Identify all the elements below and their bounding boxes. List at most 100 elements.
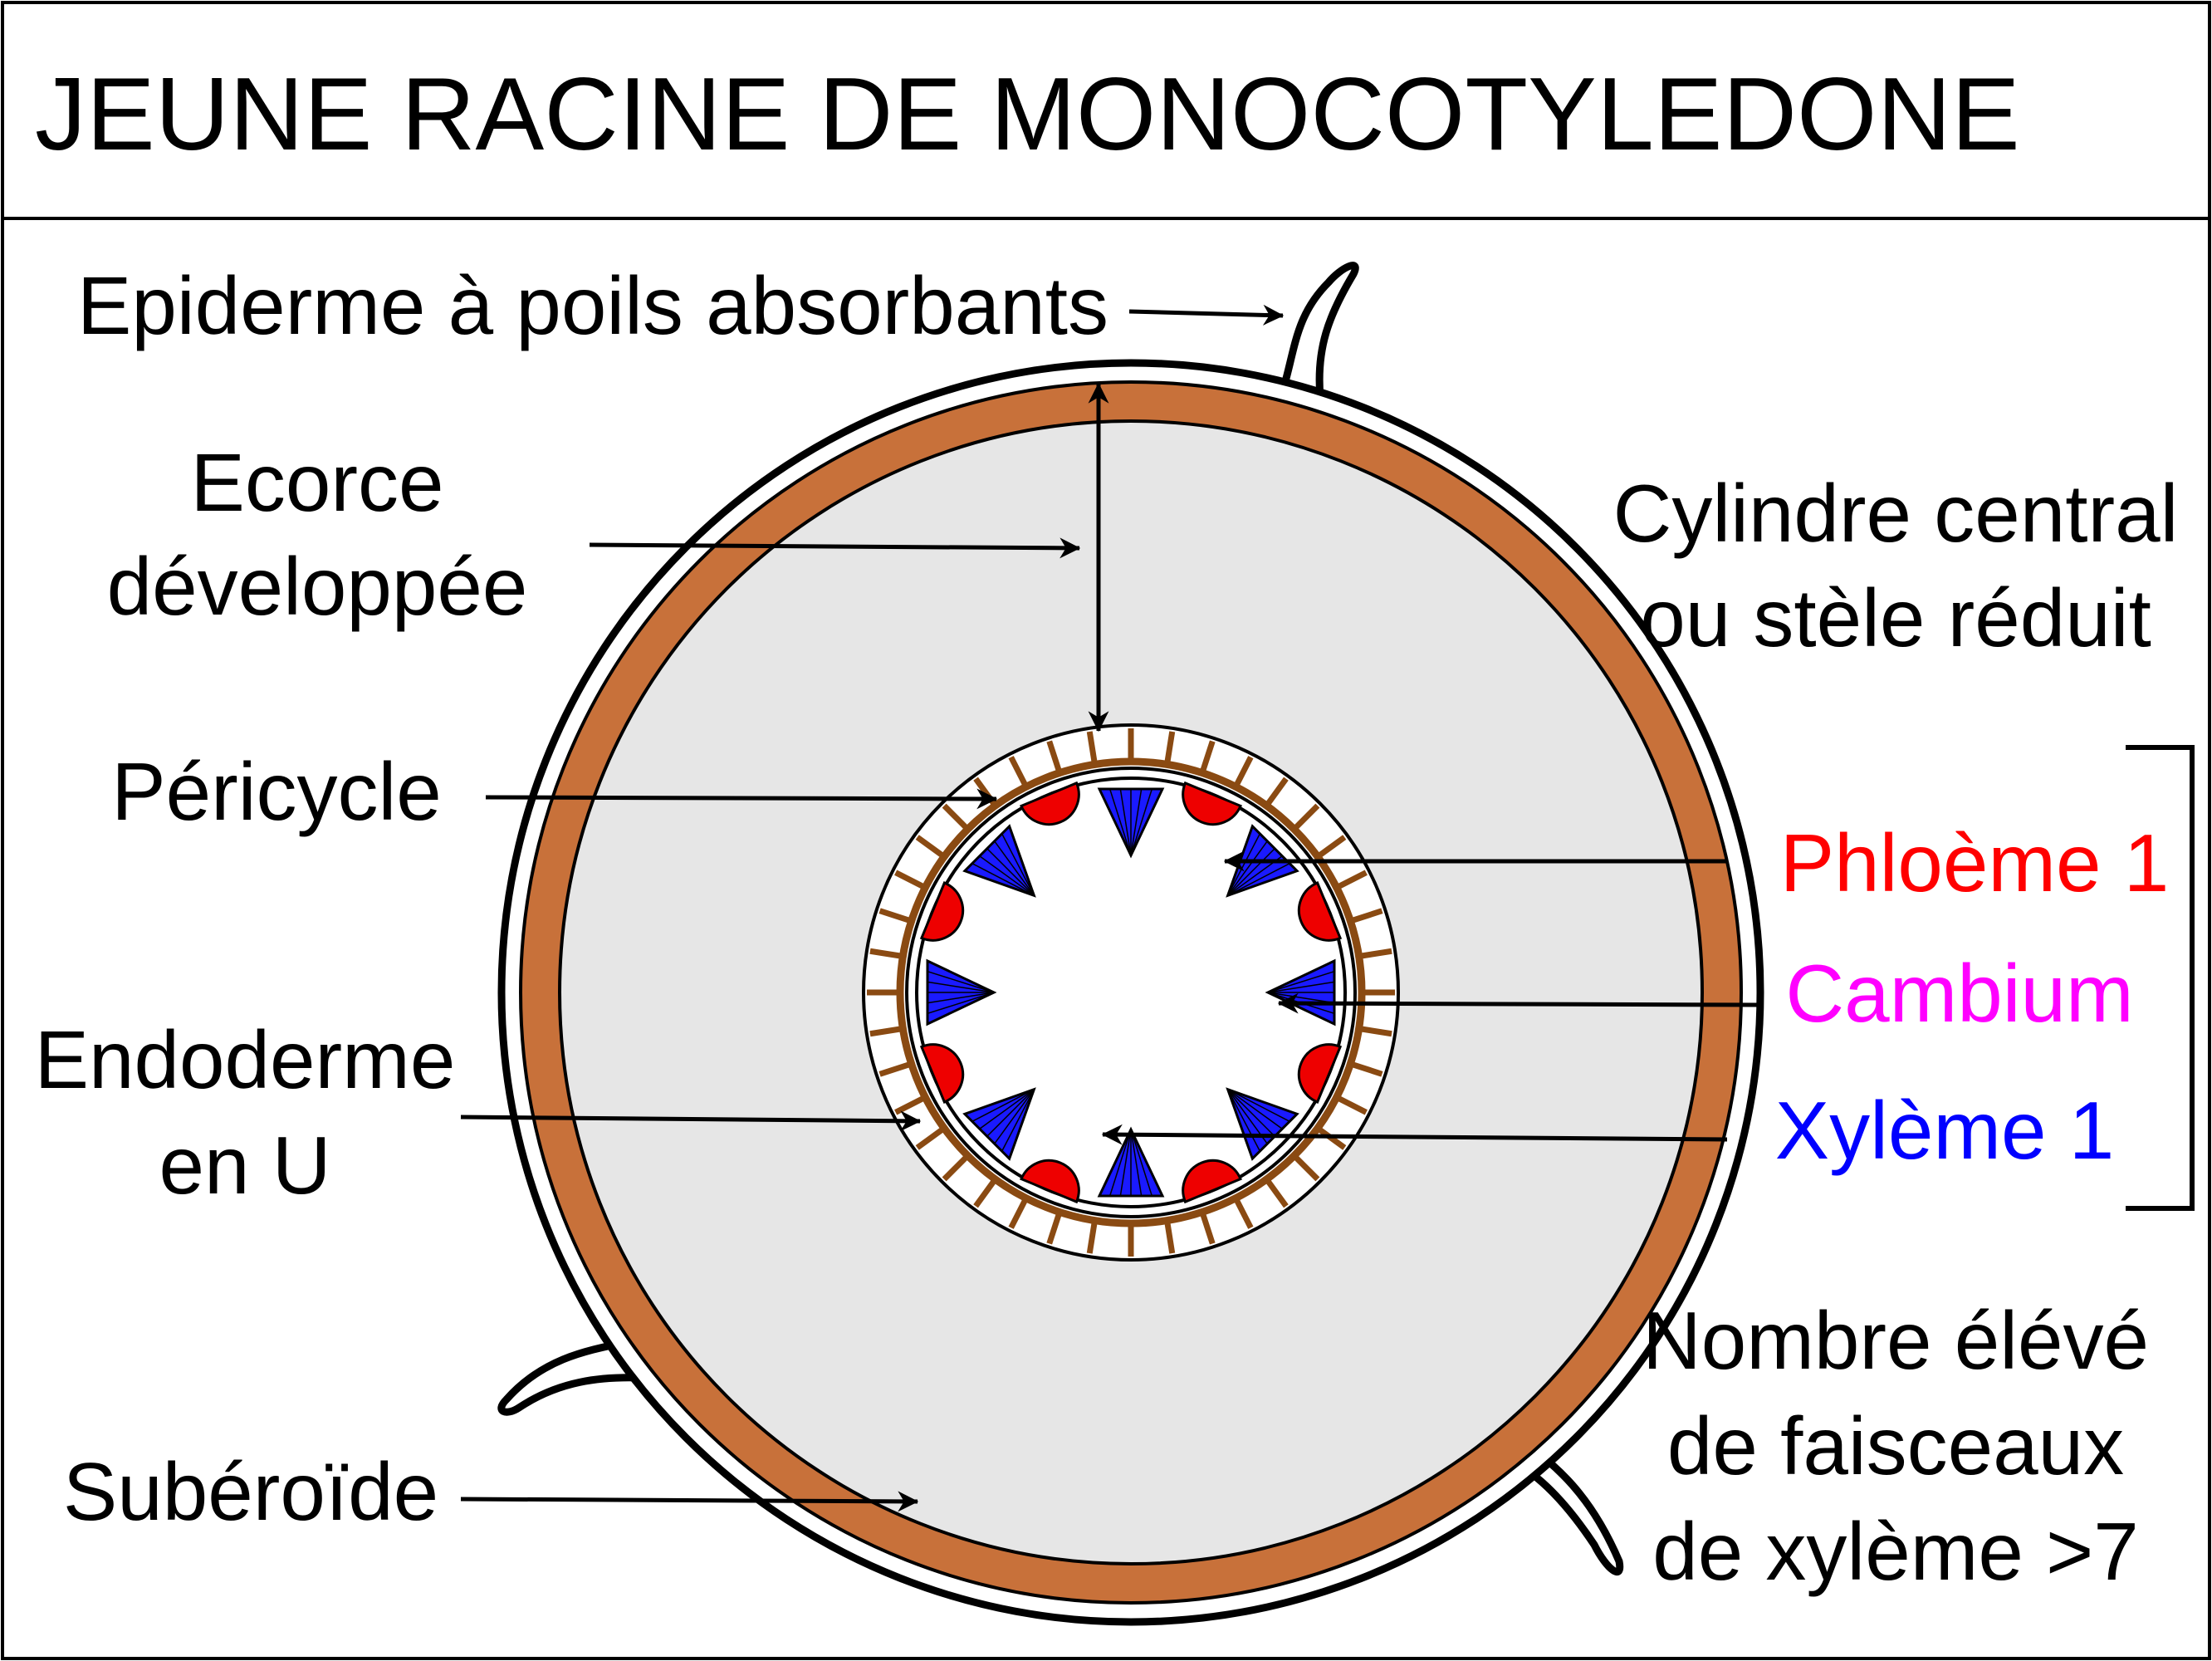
phloem-bundle — [919, 1043, 965, 1104]
xylem-vessel-line — [1227, 1089, 1260, 1152]
arrow-cambium — [1277, 992, 1761, 1014]
endodermis-cell-wall — [1046, 740, 1063, 774]
xylem-vessel-line — [927, 981, 995, 993]
phloem-bundles — [919, 781, 1343, 1204]
xylem-vessel-line — [927, 970, 995, 993]
endodermis-cell-wall — [878, 908, 913, 924]
endodermis-cell-wall — [878, 1061, 913, 1077]
endodermis-cell-wall — [1349, 908, 1383, 924]
endodermis-cell-wall — [894, 870, 927, 890]
label-ecorce-1: Ecorce — [190, 437, 443, 528]
arrow-ecorce — [589, 537, 1081, 559]
label-epiderme: Epiderme à poils absorbants — [77, 260, 1108, 351]
label-cambium: Cambium — [1785, 948, 2133, 1039]
label-nombre-1: Nombre élévé — [1642, 1295, 2149, 1386]
endodermis-cell-wall — [942, 803, 970, 831]
endodermis-cell-wall — [1292, 803, 1320, 831]
endodermis-cell-wall — [1164, 731, 1176, 765]
xylem-vessel-line — [1227, 1089, 1283, 1129]
xylem-vessel-line — [1119, 788, 1132, 856]
endodermis-cell-wall — [915, 835, 947, 860]
endodermis-cell-wall — [1358, 948, 1392, 959]
label-nombre-3: de xylème >7 — [1652, 1506, 2139, 1597]
endodermis-cell-wall — [1349, 1061, 1383, 1077]
label-suberoide: Subéroïde — [63, 1446, 438, 1537]
endodermis-inner-band — [896, 757, 1366, 1227]
endodermis-cell-wall — [1264, 777, 1289, 808]
endodermis-cell-wall — [1233, 756, 1254, 788]
label-ecorce-2: développée — [107, 541, 528, 632]
arrow-xyleme — [1101, 1124, 1728, 1145]
endodermis-cell-wall — [915, 1125, 947, 1150]
endodermis-cell-wall — [1315, 835, 1347, 860]
arrow-suberoide — [460, 1491, 919, 1512]
phloem-bundle — [1182, 781, 1242, 826]
xylem-vessel-line — [1108, 1129, 1132, 1197]
endodermis-cell-wall — [1046, 1211, 1063, 1245]
endodermis-cell-wall — [973, 1177, 998, 1208]
endodermis-cell-wall — [1086, 1220, 1098, 1254]
annotation-arrows — [460, 304, 1761, 1512]
endodermis-cell-wall — [1335, 1095, 1368, 1115]
endodermis-cell-wall — [1335, 870, 1368, 890]
endodermis-cell-wall — [869, 1026, 903, 1037]
xylem-vessel-line — [1267, 970, 1335, 993]
xylem-bundle — [1097, 1126, 1165, 1198]
xylem-vessel-line — [1108, 788, 1132, 856]
xylem-vessel-line — [1227, 848, 1275, 896]
xylem-vessel-line — [1001, 833, 1035, 896]
endodermis-cell-wall — [1292, 1154, 1320, 1182]
xylem-vessel-line — [1119, 1129, 1132, 1197]
endodermis-cell-wall — [869, 948, 903, 959]
arrow-pericycle — [485, 788, 998, 810]
xylem-vessel-line — [927, 992, 995, 1015]
xylem-vessel-line — [994, 840, 1035, 896]
arrow-epiderme — [1128, 304, 1285, 326]
xylem-vessel-line — [1130, 1129, 1153, 1197]
xylem-vessel-line — [979, 855, 1035, 896]
endodermis-cell-wall — [1164, 1220, 1176, 1254]
xylem-bundle — [926, 958, 997, 1026]
endodermis-cell-wall — [942, 1154, 970, 1182]
page-title: JEUNE RACINE DE MONOCOTYLEDONE — [35, 57, 2020, 172]
arrow-endoderme — [460, 1110, 922, 1132]
label-phloeme: Phloème 1 — [1780, 817, 2170, 909]
xylem-vessel-line — [1130, 788, 1143, 856]
xylem-vessel-line — [1227, 1089, 1275, 1137]
endodermis-cell-wall — [1233, 1197, 1254, 1229]
xylem-vessel-line — [1227, 1089, 1290, 1122]
xylem-vessel-line — [986, 1089, 1035, 1137]
xylem-vessel-line — [994, 1089, 1035, 1144]
endodermis-cell-wall — [1008, 756, 1029, 788]
xylem-vessel-line — [971, 1089, 1035, 1122]
central-cylinder-bracket — [2126, 745, 2195, 1211]
label-pericycle: Péricycle — [111, 746, 442, 837]
endodermis-cell-wall — [1086, 731, 1098, 765]
endodermis-cell-wall — [1264, 1177, 1289, 1208]
xylem-vessel-line — [927, 992, 995, 1004]
xylem-bundle — [1097, 787, 1165, 859]
endodermis-cell-wall — [1199, 1211, 1216, 1245]
xylem-vessel-line — [986, 848, 1035, 896]
endodermis-cell-wall — [894, 1095, 927, 1115]
xylem-vessel-line — [1227, 863, 1290, 896]
endodermis-cells — [867, 728, 1395, 1257]
phloem-bundle — [1020, 1159, 1080, 1204]
xylem-bundle — [962, 824, 1036, 898]
label-xyleme: Xylème 1 — [1775, 1085, 2115, 1176]
xylem-vessel-line — [971, 863, 1035, 896]
xylem-vessel-line — [1267, 981, 1335, 993]
endodermis-cell-wall — [1008, 1197, 1029, 1229]
label-cylindre-1: Cylindre central — [1613, 468, 2179, 559]
label-cylindre-2: ou stèle réduit — [1640, 572, 2151, 664]
phloem-bundle — [1020, 781, 1080, 826]
xylem-vessel-line — [979, 1089, 1035, 1129]
phloem-bundle — [1297, 881, 1343, 942]
xylem-bundle — [962, 1087, 1036, 1161]
xylem-bundles — [926, 787, 1336, 1198]
xylem-vessel-line — [1130, 1129, 1143, 1197]
phloem-bundle — [1182, 1159, 1242, 1204]
endodermis-cell-wall — [1358, 1026, 1392, 1037]
